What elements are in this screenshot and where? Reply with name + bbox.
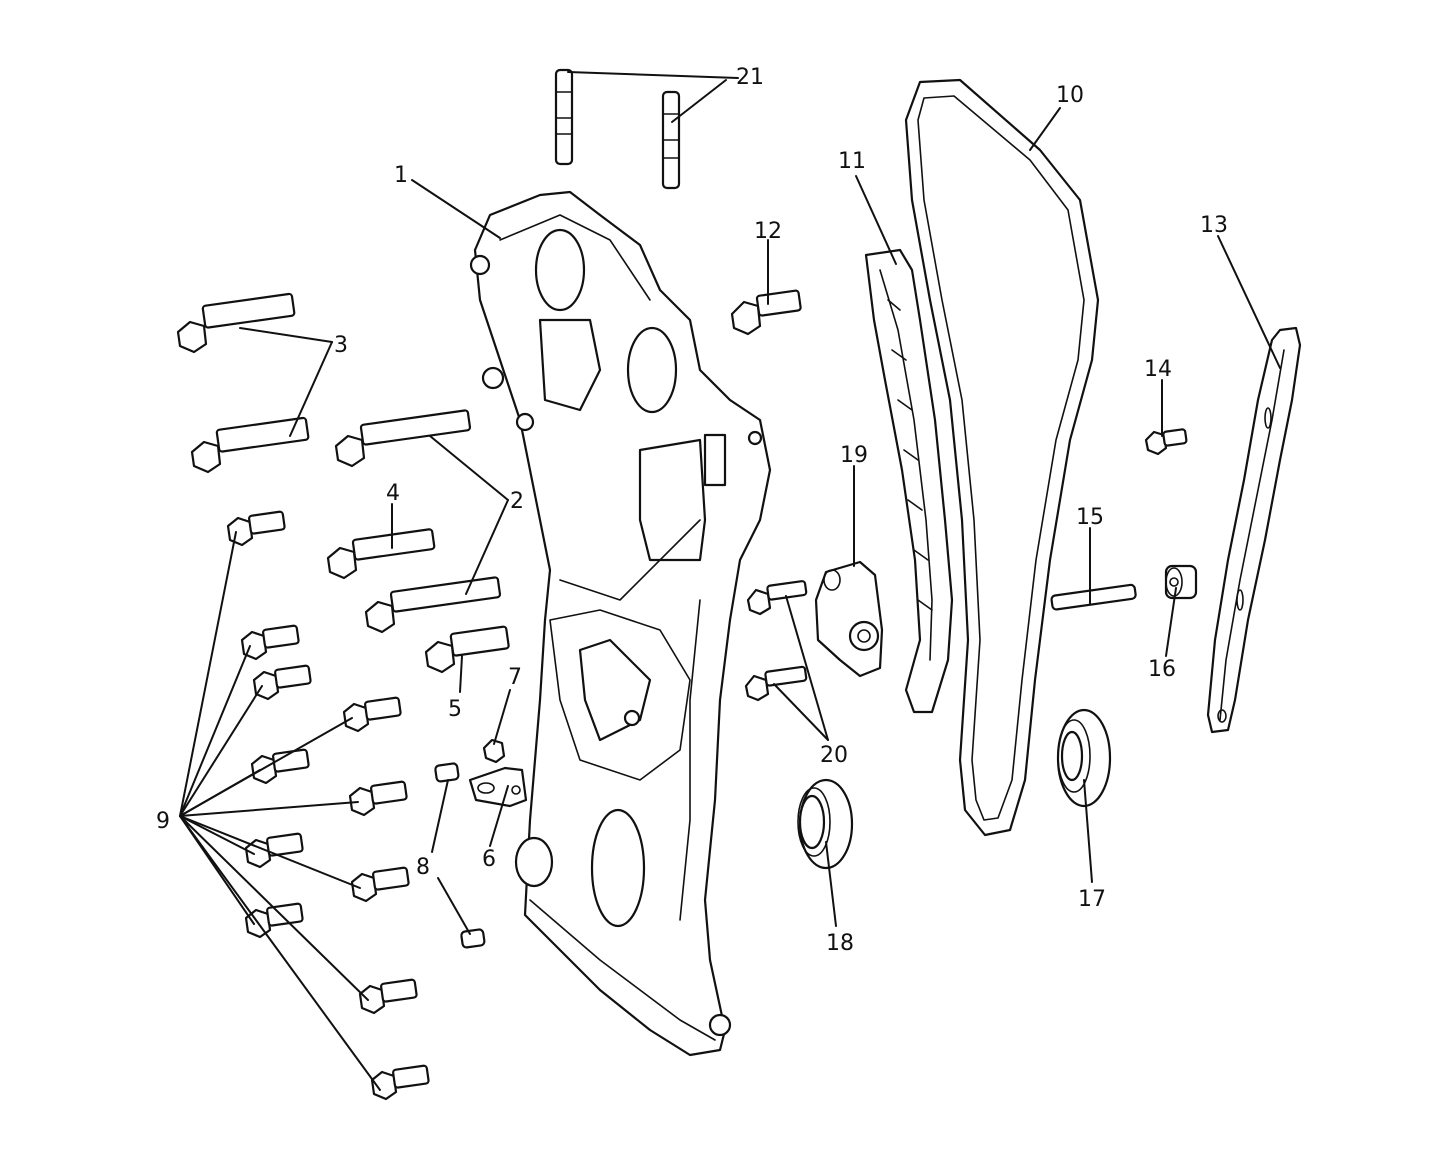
tensioner-guide-11 <box>864 248 954 714</box>
callout-9: 9 <box>156 809 170 834</box>
bolts-2 <box>334 409 502 634</box>
callout-8: 8 <box>416 855 430 880</box>
callout-12: 12 <box>754 219 782 244</box>
timing-cover <box>469 190 772 1057</box>
callout-1: 1 <box>394 163 408 188</box>
sleeves-8 <box>434 762 486 949</box>
callout-15: 15 <box>1076 505 1104 530</box>
pin-15 <box>1050 583 1137 611</box>
bolt-5 <box>424 625 510 674</box>
callout-17: 17 <box>1078 887 1106 912</box>
callout-4: 4 <box>386 481 400 506</box>
callout-2: 2 <box>510 489 524 514</box>
callout-5: 5 <box>448 697 462 722</box>
leader-lines <box>179 71 1281 1091</box>
tensioner-19 <box>814 560 884 678</box>
callout-18: 18 <box>826 931 854 956</box>
dowel-pins <box>554 68 681 190</box>
sleeve-16 <box>1164 564 1198 600</box>
callout-13: 13 <box>1200 213 1228 238</box>
fixed-guide-13 <box>1206 326 1302 734</box>
callout-21: 21 <box>736 65 764 90</box>
callout-10: 10 <box>1056 83 1084 108</box>
sprocket-18 <box>797 778 854 870</box>
callout-labels: 1 2 3 4 5 6 7 8 9 10 11 12 13 14 15 16 1… <box>156 65 1228 956</box>
timing-chain-10 <box>904 78 1100 837</box>
callout-11: 11 <box>838 149 866 174</box>
callout-20: 20 <box>820 743 848 768</box>
bolts-20 <box>744 580 808 702</box>
nut-7 <box>482 738 506 764</box>
callout-19: 19 <box>840 443 868 468</box>
bolt-14 <box>1144 428 1188 456</box>
bolt-4 <box>326 528 436 580</box>
callout-14: 14 <box>1144 357 1172 382</box>
callout-3: 3 <box>334 333 348 358</box>
bracket-6 <box>468 766 528 808</box>
callout-16: 16 <box>1148 657 1176 682</box>
sprocket-17 <box>1056 708 1112 808</box>
bolt-12 <box>730 289 802 336</box>
bolts-3 <box>176 292 310 474</box>
callout-6: 6 <box>482 847 496 872</box>
callout-7: 7 <box>508 665 522 690</box>
